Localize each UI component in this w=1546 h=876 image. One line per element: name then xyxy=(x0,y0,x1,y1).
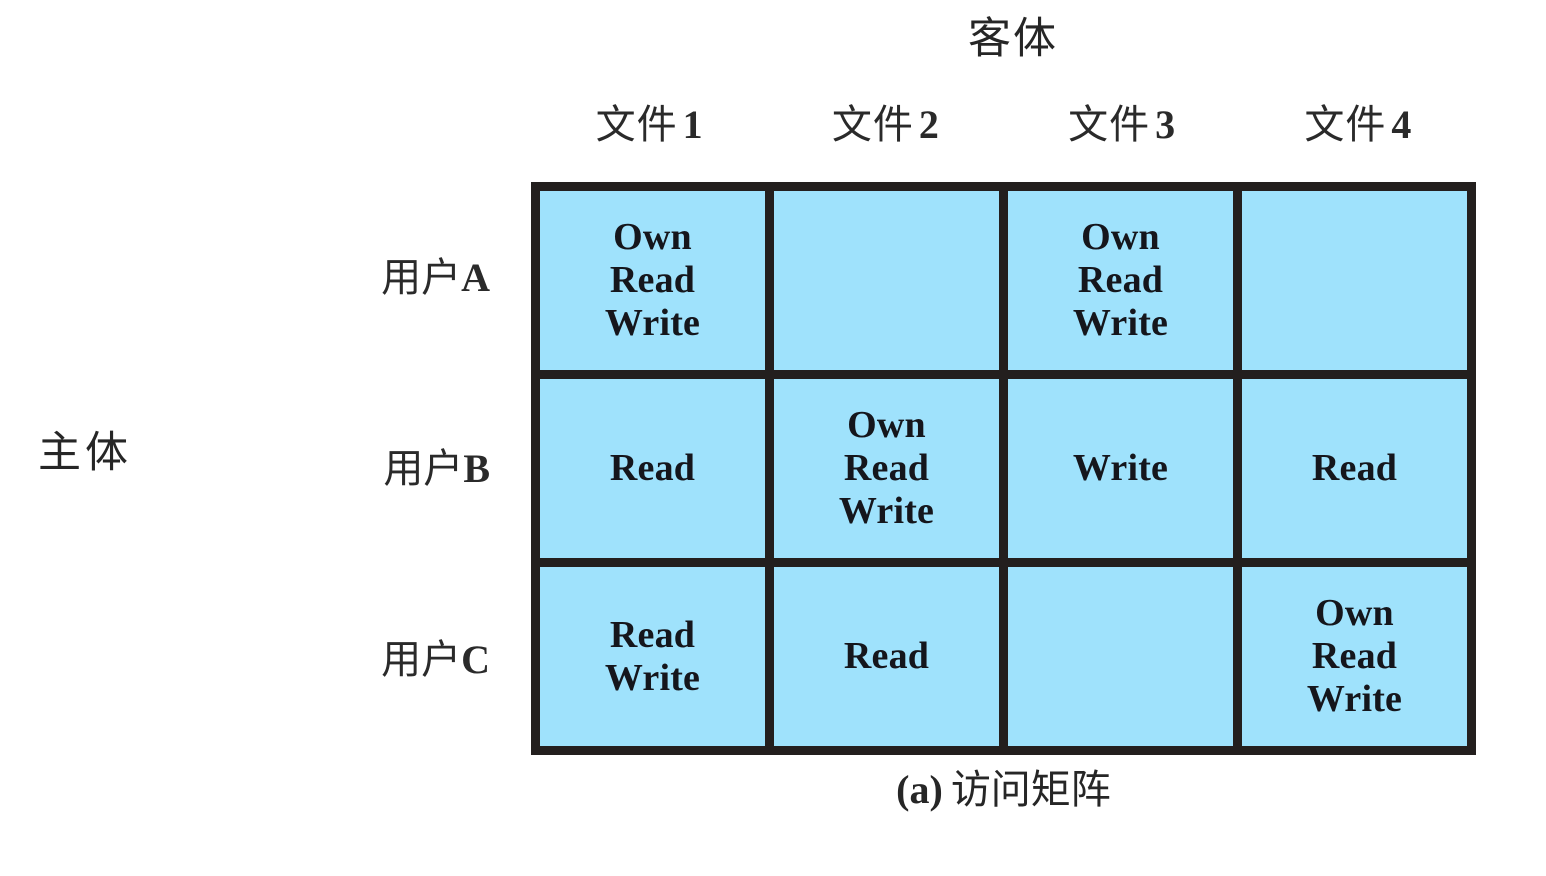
column-header-label: 文件 xyxy=(595,102,678,147)
permission-label: Own xyxy=(1081,216,1160,259)
permission-label: Read xyxy=(843,447,930,490)
permission-label: Write xyxy=(1306,677,1403,720)
subject-axis-title: 主体 xyxy=(38,430,132,477)
matrix-cell xyxy=(1008,567,1233,746)
row-header-label: 用户 xyxy=(383,445,464,491)
permission-label: Read xyxy=(1077,259,1164,302)
figure-caption-tag: (a) xyxy=(896,767,943,812)
row-header-label: 用户 xyxy=(381,636,462,682)
permission-label: Write xyxy=(1072,301,1169,344)
matrix-cell xyxy=(774,191,999,370)
row-header-letter: C xyxy=(461,636,490,682)
permission-label: Own xyxy=(847,404,926,447)
permission-label: Write xyxy=(604,656,701,699)
column-header-number: 3 xyxy=(1155,102,1176,147)
object-axis-title-text: 客体 xyxy=(968,16,1058,63)
permission-label: Read xyxy=(609,259,696,302)
permission-label: Read xyxy=(609,447,696,490)
matrix-cell: Read xyxy=(774,567,999,746)
matrix-cell: Read xyxy=(540,379,765,558)
permission-label: Own xyxy=(1315,592,1394,635)
row-header-user-c: 用户 C xyxy=(320,564,516,755)
permission-label: Write xyxy=(1072,447,1169,490)
permission-label: Read xyxy=(843,635,930,678)
matrix-cell: Write xyxy=(1008,379,1233,558)
matrix-cell: Read xyxy=(1242,379,1467,558)
column-header-number: 1 xyxy=(682,102,703,147)
permission-label: Read xyxy=(609,613,696,656)
row-header-letter: B xyxy=(463,445,490,491)
column-header-number: 4 xyxy=(1391,102,1412,147)
permission-label: Write xyxy=(604,301,701,344)
column-header-number: 2 xyxy=(918,102,939,147)
column-header-label: 文件 xyxy=(1068,102,1151,147)
permission-label: Write xyxy=(838,489,935,532)
permission-label: Own xyxy=(613,216,692,259)
figure-caption-text: 访问矩阵 xyxy=(950,767,1111,812)
figure-caption: (a)访问矩阵 xyxy=(531,770,1476,810)
row-header-label: 用户 xyxy=(381,254,462,300)
row-header-letter: A xyxy=(461,254,490,300)
column-header-label: 文件 xyxy=(1304,102,1387,147)
permission-label: Read xyxy=(1311,635,1398,678)
matrix-cell xyxy=(1242,191,1467,370)
object-axis-title: 客体 xyxy=(0,18,1546,61)
column-header-label: 文件 xyxy=(831,102,914,147)
permission-label: Read xyxy=(1311,447,1398,490)
